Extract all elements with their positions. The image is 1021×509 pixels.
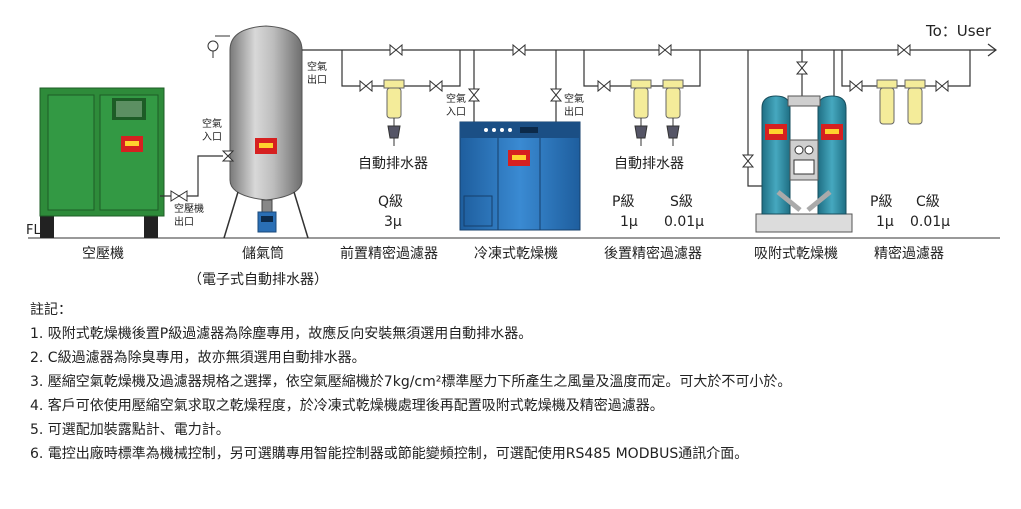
- auto-drain-label-post: 自動排水器: [614, 156, 684, 172]
- note-item-4: 4. 客戶可依使用壓縮空氣求取之乾燥程度，於冷凍式乾燥機處理後再配置吸附式乾燥機…: [30, 398, 664, 414]
- label-post-filter: 後置精密過濾器: [604, 245, 702, 262]
- grade-c-label: C級: [916, 194, 940, 210]
- grade-q-size: 3μ: [384, 214, 402, 230]
- adsorption-dryer: [755, 95, 853, 233]
- pre-filter-q: [383, 79, 405, 146]
- grade-q-label: Q級: [378, 194, 403, 210]
- to-user-arrow: [987, 43, 997, 57]
- notes-section: 註記： 1. 吸附式乾燥機後置P級過濾器為除塵專用，故應反向安裝無須選用自動排水…: [30, 298, 990, 466]
- label-adsorption-dryer: 吸附式乾燥機: [754, 246, 838, 262]
- grade-s-label: S級: [670, 194, 693, 210]
- label-fridge-dryer: 冷凍式乾燥機: [474, 246, 558, 262]
- adsorption-valve: [741, 61, 809, 168]
- post-filter-p: [630, 79, 652, 146]
- note-item-2: 2. C級過濾器為除臭專用，故亦無須選用自動排水器。: [30, 350, 366, 366]
- note-item-1: 1. 吸附式乾燥機後置P級過濾器為除塵專用，故應反向安裝無須選用自動排水器。: [30, 326, 533, 342]
- label-compressor: 空壓機: [82, 246, 124, 262]
- grade-p-label: P級: [612, 194, 634, 210]
- pre-filter-valve: [359, 79, 443, 93]
- fridge-outlet-label-2: 出口: [564, 105, 584, 118]
- grade-c-size: 0.01μ: [910, 214, 950, 230]
- fridge-outlet-label-1: 空氣: [564, 92, 584, 105]
- tank-inlet-label-1: 空氣: [202, 117, 222, 130]
- label-tank-sub: （電子式自動排水器）: [188, 272, 328, 288]
- tank-outlet-label-1: 空氣: [307, 60, 327, 73]
- fridge-inlet-label-1: 空氣: [446, 92, 466, 105]
- final-filter-p: [876, 79, 898, 125]
- note-item-3: 3. 壓縮空氣乾燥機及過濾器規格之選擇，依空氣壓縮機於7kg/cm²標準壓力下所…: [30, 374, 792, 390]
- tank-outlet-label-2: 出口: [307, 73, 327, 86]
- main-valve: [389, 43, 911, 57]
- fridge-dryer-valve: [467, 88, 563, 102]
- label-precision-filter: 精密過濾器: [874, 245, 944, 262]
- auto-drain-label-pre: 自動排水器: [358, 156, 428, 172]
- final-filter-c: [904, 79, 926, 125]
- tank-inlet-label-2: 入口: [202, 132, 222, 143]
- post-filter-valve: [597, 79, 611, 93]
- post-filter-s: [662, 79, 684, 146]
- compressor-outlet-valve: [170, 190, 188, 202]
- compressor-outlet-label-2: 出口: [174, 215, 194, 228]
- grade-s-size: 0.01μ: [664, 214, 704, 230]
- flow-diagram: FL. 空壓機 出口 空氣 入口 To：U: [26, 22, 1000, 288]
- fridge-inlet-label-2: 入口: [446, 107, 466, 118]
- grade-p-final-size: 1μ: [876, 214, 894, 230]
- notes-title: 註記：: [30, 302, 72, 318]
- note-item-6: 6. 電控出廠時標準為機械控制，另可選購專用智能控制器或節能變頻控制，可選配使用…: [30, 446, 749, 462]
- label-pre-filter: 前置精密過濾器: [340, 245, 438, 262]
- to-user-label: To：User: [925, 22, 992, 40]
- air-tank: [207, 25, 309, 239]
- grade-p-final-label: P級: [870, 194, 892, 210]
- refrigerated-dryer: [459, 121, 581, 231]
- pressure-gauge-icon: [207, 40, 219, 52]
- tank-inlet-valve: [221, 150, 235, 162]
- label-tank: 儲氣筒: [242, 245, 284, 262]
- compressor-outlet-label-1: 空壓機: [174, 202, 204, 215]
- grade-p-size: 1μ: [620, 214, 638, 230]
- air-compressor: [39, 87, 165, 238]
- note-item-5: 5. 可選配加裝露點計、電力計。: [30, 422, 230, 438]
- final-filter-valve: [849, 79, 949, 93]
